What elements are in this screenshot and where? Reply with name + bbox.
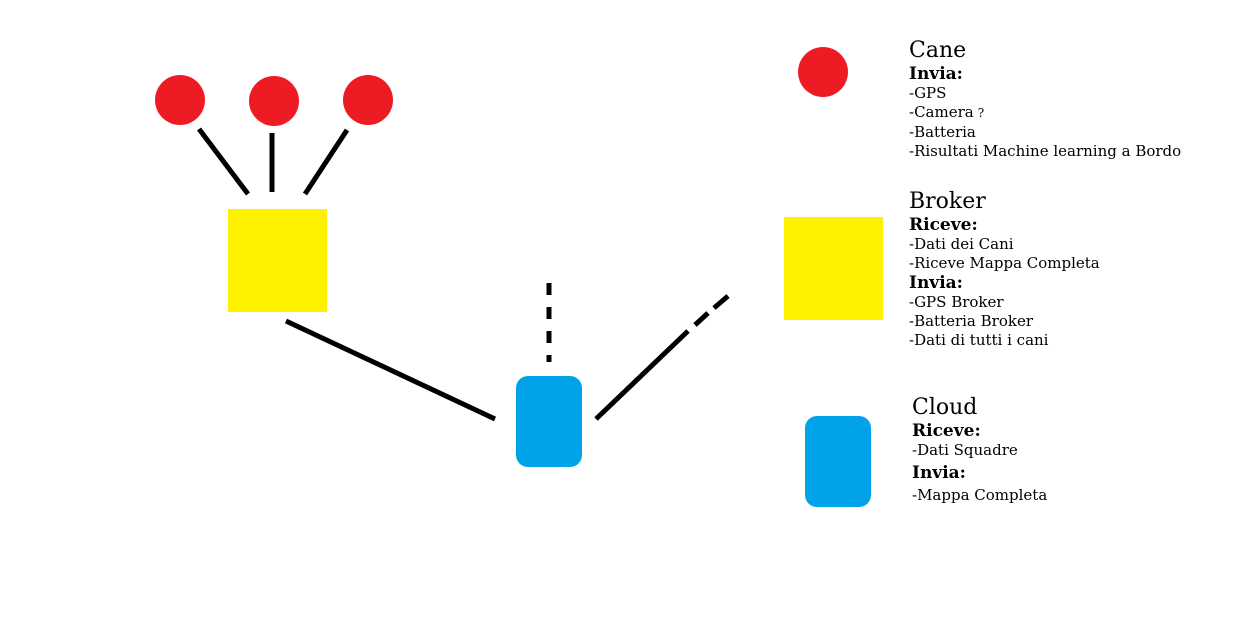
legend-cane-send-label: Invia: (909, 64, 963, 84)
legend-cane-send-item: -Batteria (909, 123, 976, 141)
dog-broker-link-1 (197, 127, 250, 196)
legend-cloud: Cloud Riceve: -Dati Squadre Invia: -Mapp… (912, 395, 1047, 505)
legend-broker-send-item: -Batteria Broker (909, 312, 1034, 330)
legend-cloud-symbol (805, 416, 871, 507)
legend-broker-receive-item: -Dati dei Cani (909, 235, 1014, 253)
legend-broker-send-item: -Dati di tutti i cani (909, 331, 1049, 349)
legend-cloud-send-item: -Mappa Completa (912, 486, 1048, 504)
legend-cane-send-item-camera: -Camera? (909, 103, 1181, 123)
legend-cane-send-item: -Risultati Machine learning a Bordo (909, 142, 1182, 160)
dog-node-3 (343, 75, 393, 125)
legend-cane-title: Cane (909, 38, 967, 63)
dog-node-2 (249, 76, 299, 126)
legend-cloud-send-label: Invia: (912, 463, 966, 483)
cloud-node (516, 376, 582, 467)
legend-cane-send-item: -GPS (909, 84, 947, 102)
legend-cane-send-item: -Camera (909, 103, 974, 121)
legend-broker-receive-item: -Riceve Mappa Completa (909, 254, 1100, 272)
legend-broker-send-item: -GPS Broker (909, 293, 1004, 311)
legend-broker-title: Broker (909, 189, 986, 214)
cloud-link-right-solid (594, 329, 690, 421)
broker-node (228, 209, 327, 312)
dog-node-1 (155, 75, 205, 125)
legend-cloud-receive-item: -Dati Squadre (912, 441, 1018, 459)
legend-cane-symbol (798, 47, 848, 97)
legend-broker-send-label: Invia: (909, 273, 963, 293)
legend-cloud-receive-label: Riceve: (912, 421, 981, 441)
broker-cloud-link (284, 318, 497, 422)
legend-broker-symbol (784, 217, 883, 320)
legend-broker-receive-label: Riceve: (909, 215, 978, 235)
legend-cane: Cane Invia: -GPS -Camera? -Batteria -Ris… (909, 38, 1181, 161)
cloud-link-right-dash-1 (693, 311, 710, 327)
dog-broker-link-3 (302, 128, 350, 196)
legend-cloud-title: Cloud (912, 395, 978, 420)
cloud-link-right-dash-2 (712, 294, 730, 310)
legend-cane-camera-mark: ? (977, 106, 985, 120)
legend-broker: Broker Riceve: -Dati dei Cani -Riceve Ma… (909, 189, 1100, 350)
